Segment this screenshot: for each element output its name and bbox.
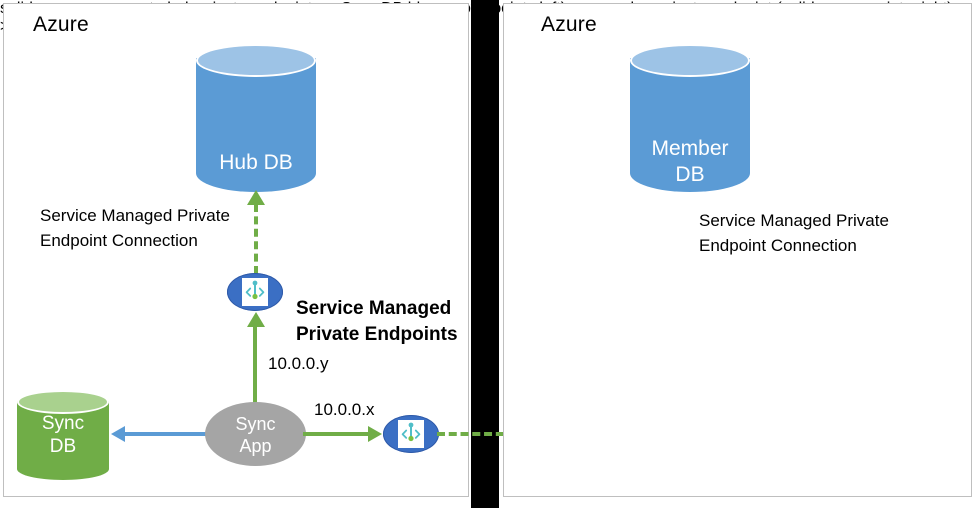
member-db-node: Member DB bbox=[630, 44, 750, 192]
connector-sync-app-to-member-endpoint bbox=[303, 432, 369, 436]
member-db-cylinder-top bbox=[630, 44, 750, 77]
hub-db-node: Hub DB bbox=[196, 44, 316, 192]
member-db-label: Member DB bbox=[651, 137, 729, 186]
hub-endpoint-arrowhead bbox=[247, 312, 265, 327]
endpoints-group-annotation: Service Managed Private Endpoints bbox=[296, 298, 458, 345]
connector-sync-app-to-sync-db bbox=[125, 432, 209, 436]
hub-db-label: Hub DB bbox=[219, 151, 293, 174]
private-link-icon bbox=[242, 278, 268, 306]
private-link-icon bbox=[398, 420, 424, 448]
sync-app-node: Sync App bbox=[205, 402, 306, 466]
ip-label-member-endpoint: 10.0.0.x bbox=[314, 400, 375, 419]
sync-app-label: Sync App bbox=[235, 414, 276, 456]
sync-db-arrowhead bbox=[111, 426, 125, 442]
connector-sync-app-to-hub-endpoint bbox=[253, 325, 257, 409]
sync-db-node: Sync DB bbox=[17, 390, 109, 480]
network-boundary-divider bbox=[471, 0, 499, 508]
member-endpoint-arrowhead bbox=[368, 426, 382, 442]
ip-label-hub-endpoint: 10.0.0.y bbox=[268, 354, 329, 373]
panel-right-title: Azure bbox=[541, 13, 597, 36]
private-endpoint-hub[interactable] bbox=[227, 273, 283, 311]
sync-db-cylinder-body bbox=[17, 401, 109, 480]
private-endpoint-member[interactable] bbox=[383, 415, 439, 453]
hub-db-cylinder-body bbox=[196, 58, 316, 192]
hub-db-cylinder-top bbox=[196, 44, 316, 77]
member-connection-annotation: Service Managed Private Endpoint Connect… bbox=[699, 211, 889, 255]
connector-hub-endpoint-to-hub-db bbox=[254, 204, 258, 274]
sync-db-label: Sync DB bbox=[41, 413, 85, 457]
hub-db-arrowhead bbox=[247, 190, 265, 205]
hub-connection-annotation: Service Managed Private Endpoint Connect… bbox=[40, 206, 230, 250]
sync-db-cylinder-top bbox=[17, 390, 109, 414]
panel-left-title: Azure bbox=[33, 13, 89, 36]
member-db-cylinder-body bbox=[630, 58, 750, 192]
